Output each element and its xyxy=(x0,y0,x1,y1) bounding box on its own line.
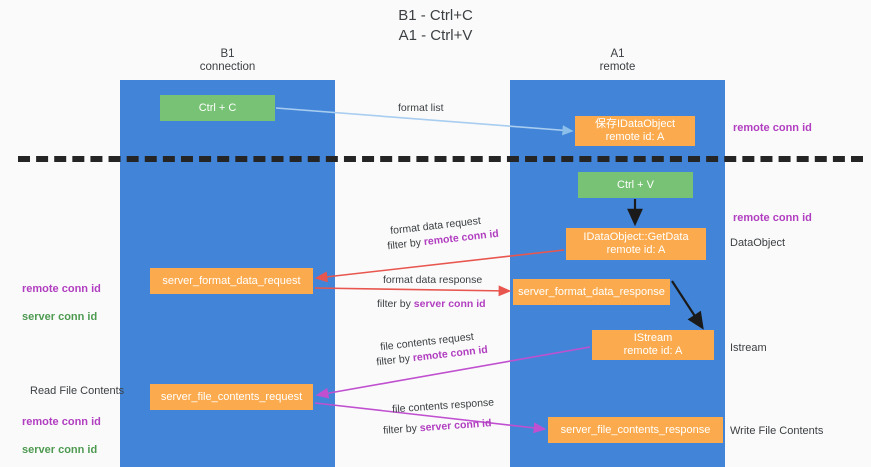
swimlane-header-a1: A1 remote xyxy=(599,48,636,73)
edge-label-format-list: format list xyxy=(398,102,444,114)
annotation-read-file-contents: Read File Contents xyxy=(30,385,125,397)
annotation-right-remote-conn-id-mid: remote conn id xyxy=(733,212,812,224)
edge-label-file-contents-response: file contents response xyxy=(391,396,495,416)
annotation-dataobject: DataObject xyxy=(730,237,786,249)
phase-divider xyxy=(18,156,863,162)
node-istream-remote-id: remote id: A xyxy=(623,345,683,357)
node-ctrl-c[interactable]: Ctrl + C xyxy=(160,95,275,121)
edge-label-format-data-response: format data response xyxy=(383,274,483,286)
filter-by-text: filter by xyxy=(382,422,421,437)
node-server-format-data-response-label: server_format_data_response xyxy=(518,285,665,298)
node-ctrl-v[interactable]: Ctrl + V xyxy=(578,172,693,198)
node-ctrl-v-label: Ctrl + V xyxy=(617,178,654,191)
node-server-file-contents-response[interactable]: server_file_contents_response xyxy=(548,417,723,443)
swimlane-header-b1: B1 connection xyxy=(199,48,256,73)
node-server-file-contents-request-label: server_file_contents_request xyxy=(160,390,303,403)
node-server-format-data-request-label: server_format_data_request xyxy=(162,274,301,287)
annotation-left-server-conn-id-bottom: server conn id xyxy=(22,444,98,456)
node-save-idataobject[interactable]: 保存IDataObject remote id: A xyxy=(575,116,695,146)
node-server-file-contents-response-label: server_file_contents_response xyxy=(560,423,711,436)
node-idataobject-getdata-remote-id: remote id: A xyxy=(606,244,666,256)
annotation-left-conn-ids-top: remote conn id server conn id xyxy=(22,268,101,338)
node-istream-label: IStream xyxy=(633,332,673,344)
annotation-istream: Istream xyxy=(730,342,767,354)
diagram-title: B1 - Ctrl+C A1 - Ctrl+V xyxy=(398,7,473,44)
edge-format-data-response xyxy=(314,285,512,297)
node-save-idataobject-remote-id: remote id: A xyxy=(605,131,665,143)
annotation-left-server-conn-id-top: server conn id xyxy=(22,311,98,323)
annotation-right-remote-conn-id-top: remote conn id xyxy=(733,122,812,134)
node-server-file-contents-request[interactable]: server_file_contents_request xyxy=(150,384,313,410)
node-istream[interactable]: IStream remote id: A xyxy=(592,330,714,360)
server-conn-id-key: server conn id xyxy=(413,298,486,310)
filter-by-text: filter by xyxy=(377,298,414,310)
edge-label-format-data-response-filter: filter by server conn id xyxy=(377,297,486,311)
node-idataobject-getdata[interactable]: IDataObject::GetData remote id: A xyxy=(566,228,706,260)
node-idataobject-getdata-label: IDataObject::GetData xyxy=(583,231,689,243)
filter-by-text: filter by xyxy=(375,352,414,369)
annotation-left-remote-conn-id-bottom: remote conn id xyxy=(22,416,101,428)
annotation-left-remote-conn-id-top: remote conn id xyxy=(22,283,101,295)
node-save-idataobject-label: 保存IDataObject xyxy=(594,118,676,130)
node-server-format-data-request[interactable]: server_format_data_request xyxy=(150,268,313,294)
filter-by-text: filter by xyxy=(386,236,425,253)
server-conn-id-key: server conn id xyxy=(419,417,492,435)
annotation-write-file-contents: Write File Contents xyxy=(730,425,824,437)
annotation-left-conn-ids-bottom: remote conn id server conn id xyxy=(22,401,101,467)
node-ctrl-c-label: Ctrl + C xyxy=(198,101,237,114)
edge-label-file-contents-response-filter: filter by server conn id xyxy=(383,416,492,438)
node-server-format-data-response[interactable]: server_format_data_response xyxy=(513,279,670,305)
